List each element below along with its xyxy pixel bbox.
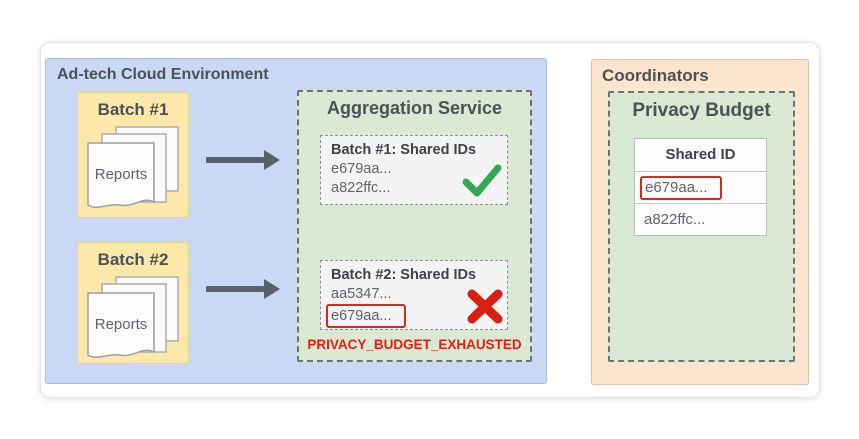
paper-pages-icon: [87, 276, 179, 358]
shared-id-table-header: Shared ID: [665, 146, 736, 163]
table-row: e679aa...: [635, 171, 766, 203]
adtech-environment-title: Ad-tech Cloud Environment: [57, 66, 269, 83]
shared-id-value: e679aa...: [331, 160, 392, 177]
shared-id-table: Shared ID e679aa... a822ffc...: [634, 138, 767, 236]
batch2-result-box: Batch #2: Shared IDs aa5347... e679aa...: [320, 260, 508, 330]
batch1-box: Batch #1 Reports: [77, 92, 189, 218]
adtech-environment-panel: Ad-tech Cloud Environment Batch #1 Repor…: [45, 58, 547, 384]
duplicate-id-highlight-box: e679aa...: [326, 303, 407, 328]
reports-stack-icon: Reports: [86, 126, 182, 210]
arrow-shaft: [206, 286, 264, 292]
arrow-head: [264, 150, 280, 170]
paper-pages-icon: [87, 126, 179, 208]
coordinators-title: Coordinators: [602, 66, 709, 85]
shared-id-value: a822ffc...: [331, 179, 391, 196]
arrow-shaft: [206, 157, 264, 163]
spent-id-highlight-box: e679aa...: [640, 176, 722, 201]
batch2-box: Batch #2 Reports: [77, 242, 189, 364]
batch2-result-title: Batch #2: Shared IDs: [331, 267, 477, 283]
reports-label: Reports: [94, 316, 148, 333]
table-row: a822ffc...: [635, 203, 766, 235]
privacy-budget-exhausted-label: PRIVACY_BUDGET_EXHAUSTED: [307, 337, 522, 352]
diagram-card: Ad-tech Cloud Environment Batch #1 Repor…: [40, 42, 820, 398]
error-x-icon: [467, 289, 503, 324]
flow-arrow-icon: [206, 150, 280, 170]
batch1-label: Batch #1: [97, 100, 169, 119]
arrow-head: [264, 279, 280, 299]
batch1-result-box: Batch #1: Shared IDs e679aa... a822ffc..…: [320, 135, 508, 205]
batch1-result-title: Batch #1: Shared IDs: [331, 142, 477, 158]
privacy-budget-panel: Privacy Budget Shared ID e679aa... a822f…: [608, 91, 795, 362]
reports-stack-icon: Reports: [86, 276, 182, 360]
batch2-label: Batch #2: [97, 250, 169, 269]
shared-id-value: e679aa...: [326, 303, 497, 328]
flow-arrow-icon: [206, 279, 280, 299]
aggregation-service-panel: Aggregation Service Batch #1: Shared IDs…: [297, 90, 532, 362]
shared-id-value: aa5347...: [331, 285, 392, 302]
aggregation-service-title: Aggregation Service: [326, 98, 503, 118]
reports-label: Reports: [94, 166, 148, 183]
privacy-budget-title: Privacy Budget: [632, 100, 771, 121]
success-check-icon: [462, 164, 502, 197]
coordinators-panel: Coordinators Privacy Budget Shared ID e6…: [591, 59, 809, 385]
